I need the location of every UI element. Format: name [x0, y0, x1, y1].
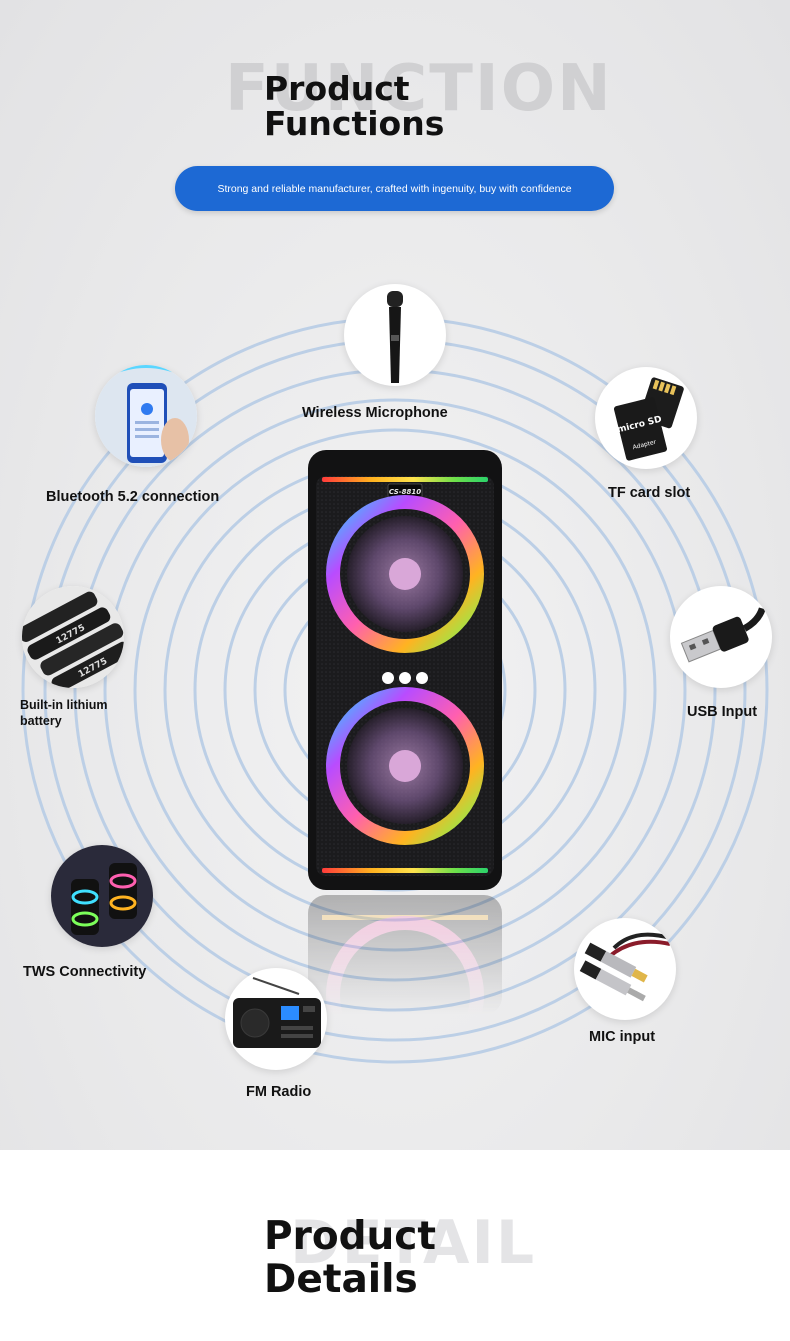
- feature-label-tf-card: TF card slot: [608, 485, 691, 501]
- speaker-image: CS-8810: [308, 450, 502, 890]
- title-line-2: Functions: [264, 103, 445, 143]
- details-section: DETAIL Product Details: [0, 1150, 790, 1341]
- feature-label-tws: TWS Connectivity: [23, 964, 147, 980]
- speaker-model-label: CS-8810: [389, 488, 421, 496]
- details-title-line-2: Details: [264, 1256, 418, 1302]
- page-title: Product Functions: [264, 69, 445, 143]
- usb-icon: [670, 586, 772, 688]
- speaker-reflection: [308, 895, 502, 1015]
- radio-icon: [225, 968, 327, 1070]
- feature-label-mic-input: MIC input: [589, 1029, 656, 1045]
- microphone-icon: [344, 284, 446, 386]
- audio-cable-icon: [574, 918, 676, 1020]
- tagline-banner: Strong and reliable manufacturer, crafte…: [175, 166, 614, 211]
- feature-label-fm-radio: FM Radio: [246, 1084, 312, 1100]
- background-word: FUNCTION: [225, 52, 613, 126]
- feature-label-usb: USB Input: [687, 704, 758, 720]
- details-title-line-1: Product: [264, 1214, 437, 1259]
- feature-label-battery: Built-in lithium battery: [20, 698, 108, 728]
- functions-section: FUNCTION Product Functions Strong and re…: [0, 0, 790, 1150]
- bluetooth-phone-icon: [95, 365, 197, 467]
- tws-speakers-icon: [51, 845, 153, 947]
- details-title: Product Details: [264, 1214, 437, 1302]
- feature-label-bluetooth: Bluetooth 5.2 connection: [46, 489, 220, 505]
- feature-label-wireless-microphone: Wireless Microphone: [302, 405, 448, 421]
- battery-icon: 12775 12775: [22, 586, 124, 688]
- title-line-1: Product: [264, 69, 410, 108]
- sd-card-icon: micro SD Adapter: [595, 367, 697, 469]
- background-word-detail: DETAIL: [290, 1208, 537, 1278]
